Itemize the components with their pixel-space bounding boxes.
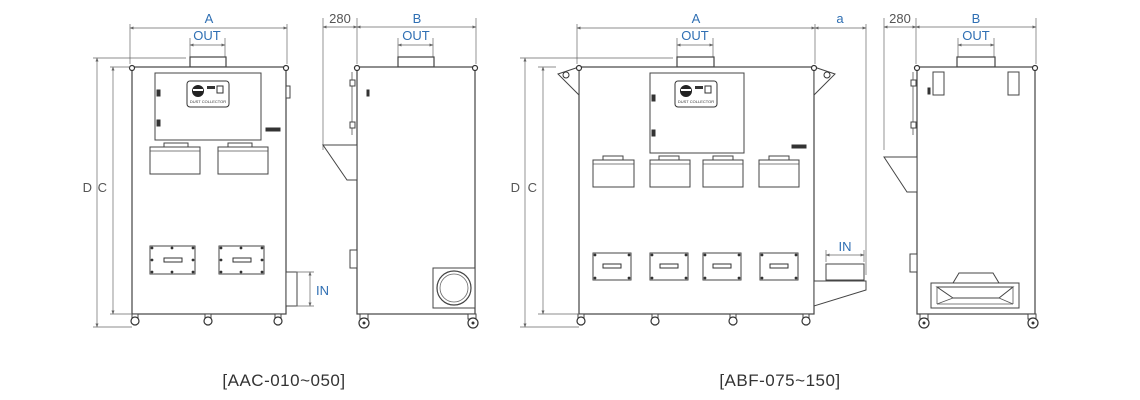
caster bbox=[273, 313, 283, 326]
access-hatch bbox=[149, 245, 196, 275]
out-label: OUT bbox=[681, 28, 709, 43]
caster bbox=[576, 313, 586, 326]
inlet-hood bbox=[813, 280, 867, 307]
aac-front-view: A OUT DUST COLLECTOR bbox=[83, 11, 329, 328]
dust-bin bbox=[649, 155, 691, 188]
access-hatch bbox=[702, 252, 742, 281]
dust-bin bbox=[149, 142, 201, 175]
dim-c-label: C bbox=[528, 180, 537, 195]
caster bbox=[203, 313, 213, 326]
access-hatch bbox=[218, 245, 265, 275]
out-label: OUT bbox=[962, 28, 990, 43]
caster bbox=[801, 313, 811, 326]
abf-side-view: 280 B OUT bbox=[883, 11, 1039, 329]
access-hatch bbox=[649, 252, 689, 281]
access-hatch bbox=[592, 252, 632, 281]
inlet-port bbox=[285, 271, 298, 307]
access-hatch bbox=[759, 252, 799, 281]
dim-a-label: A bbox=[692, 11, 701, 26]
caption-abf: [ABF-075~150] bbox=[719, 371, 840, 390]
caster bbox=[467, 313, 479, 329]
out-label: OUT bbox=[402, 28, 430, 43]
caster bbox=[918, 313, 930, 329]
caster bbox=[358, 313, 370, 329]
dim-b-label: B bbox=[972, 11, 981, 26]
dim-b-label: B bbox=[413, 11, 422, 26]
dust-bin bbox=[702, 155, 744, 188]
out-label: OUT bbox=[193, 28, 221, 43]
in-label: IN bbox=[839, 239, 852, 254]
dust-bin bbox=[758, 155, 800, 188]
hopper bbox=[322, 144, 358, 181]
abf-front-view: A a OUT DUST COLLECTOR bbox=[511, 11, 867, 328]
dim-d-label: D bbox=[83, 180, 92, 195]
caster bbox=[650, 313, 660, 326]
caster bbox=[728, 313, 738, 326]
dim-280-label: 280 bbox=[329, 11, 351, 26]
caster bbox=[130, 313, 140, 326]
logo-text: DUST COLLECTOR bbox=[678, 99, 714, 104]
dust-bin bbox=[592, 155, 635, 188]
caption-aac: [AAC-010~050] bbox=[222, 371, 345, 390]
aac-side-view: 280 B OUT bbox=[322, 11, 479, 329]
in-label: IN bbox=[316, 283, 329, 298]
hopper bbox=[883, 156, 918, 193]
dim-d-label: D bbox=[511, 180, 520, 195]
dim-280-label: 280 bbox=[889, 11, 911, 26]
dim-c-label: C bbox=[98, 180, 107, 195]
logo-text: DUST COLLECTOR bbox=[190, 99, 226, 104]
dust-bin bbox=[217, 142, 269, 175]
dim-small-a-label: a bbox=[836, 11, 844, 26]
dim-a-label: A bbox=[205, 11, 214, 26]
inlet-hood bbox=[930, 272, 1020, 309]
caster bbox=[1027, 313, 1039, 329]
